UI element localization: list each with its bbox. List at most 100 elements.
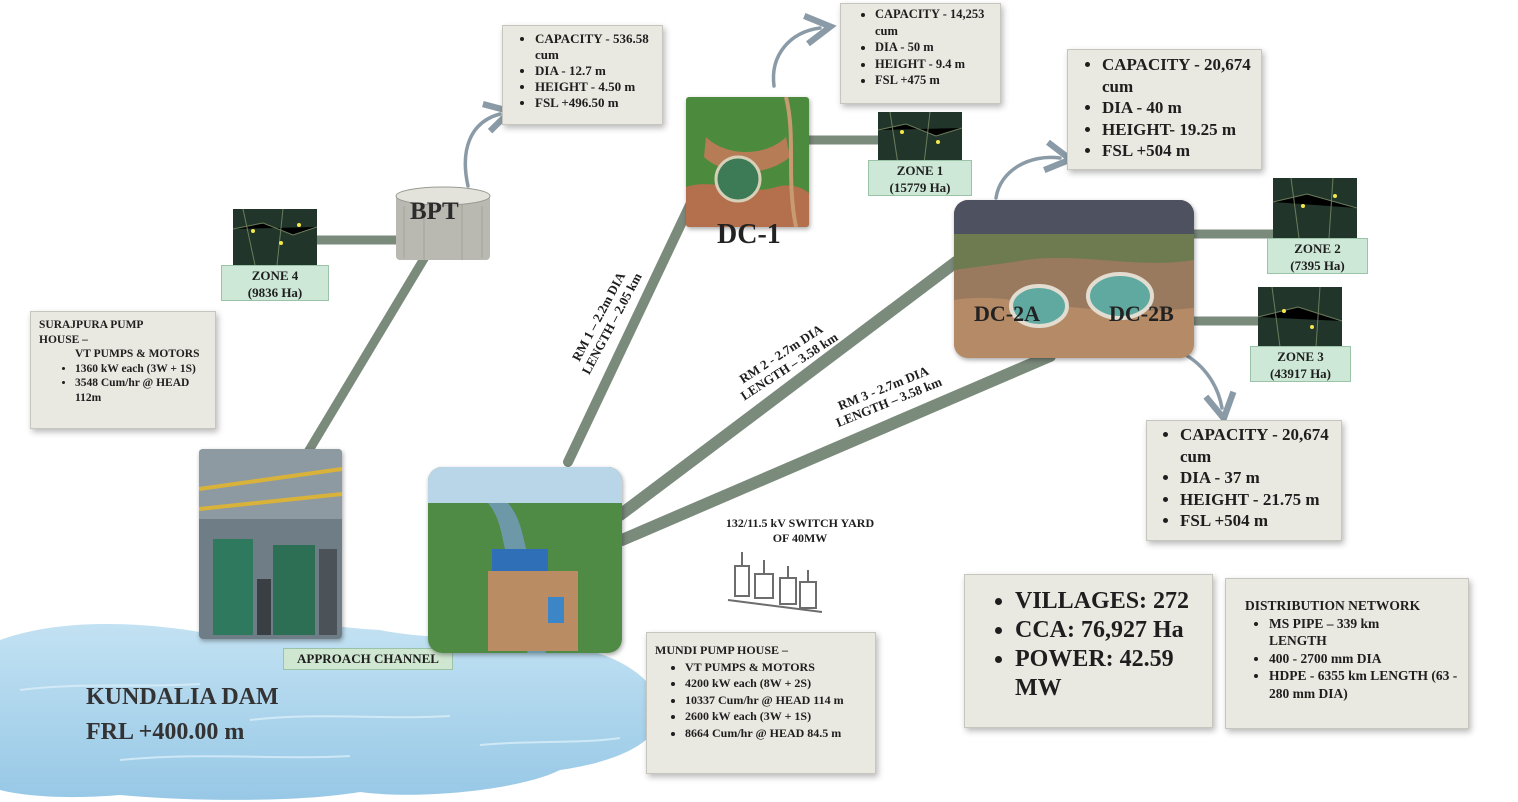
summary-list: VILLAGES: 272 CCA: 76,927 Ha POWER: 42.5…: [965, 587, 1212, 703]
bpt-info-list: CAPACITY - 536.58 cum DIA - 12.7 m HEIGH…: [503, 31, 662, 111]
zone2-map: [1273, 178, 1357, 238]
zone3-map: [1258, 287, 1342, 347]
dc2a-label: DC-2A: [974, 301, 1040, 326]
mundi-item-flow2: 8664 Cum/hr @ HEAD 84.5 m: [685, 725, 875, 742]
dc2-upper-capacity: CAPACITY - 20,674 cum: [1102, 54, 1261, 97]
switch-yard-line1: 132/11.5 kV SWITCH YARD: [725, 516, 875, 530]
zone3-area: (43917 Ha): [1269, 366, 1332, 381]
zone4-name: ZONE 4: [251, 268, 299, 283]
zone3-name: ZONE 3: [1277, 349, 1324, 364]
dc1-dia: DIA - 50 m: [875, 39, 1000, 56]
pipe-rm2: [614, 256, 962, 521]
dc2-upper-list: CAPACITY - 20,674 cum DIA - 40 m HEIGHT-…: [1068, 54, 1261, 162]
dc1-height: HEIGHT - 9.4 m: [875, 56, 1000, 73]
distribution-hdpe: HDPE - 6355 km LENGTH (63 - 280 mm DIA): [1269, 667, 1469, 702]
dc2-lower-info-box: CAPACITY - 20,674 cum DIA - 37 m HEIGHT …: [1146, 420, 1342, 541]
surajpura-item-pumps: VT PUMPS & MOTORS: [75, 348, 200, 360]
dc2-lower-list: CAPACITY - 20,674 cum DIA - 37 m HEIGHT …: [1147, 424, 1341, 532]
summary-villages: VILLAGES: 272: [1015, 587, 1212, 616]
map-thumbnail-icon: [1258, 287, 1342, 347]
map-thumbnail-icon: [233, 209, 317, 265]
zone1-map: [878, 112, 962, 164]
arrow-dc2-upper: [994, 139, 1077, 200]
surajpura-item-flow: 3548 Cum/hr @ HEAD 112m: [75, 376, 215, 405]
mundi-info-box: MUNDI PUMP HOUSE – VT PUMPS & MOTORS 420…: [646, 632, 876, 774]
dc1-info-box: CAPACITY - 14,253 cum DIA - 50 m HEIGHT …: [840, 3, 1001, 104]
dc2-upper-dia: DIA - 40 m: [1102, 97, 1261, 119]
distribution-ms-pipe: MS PIPE – 339 km LENGTH: [1269, 615, 1439, 650]
distribution-box: DISTRIBUTION NETWORK MS PIPE – 339 km LE…: [1225, 578, 1469, 729]
summary-power: POWER: 42.59 MW: [1015, 645, 1212, 703]
zone2-area: (7395 Ha): [1290, 258, 1345, 273]
dc2-upper-height: HEIGHT- 19.25 m: [1102, 119, 1261, 141]
distribution-title: DISTRIBUTION NETWORK: [1245, 598, 1421, 613]
bpt-capacity: CAPACITY - 536.58 cum: [535, 31, 662, 63]
bpt-fsl: FSL +496.50 m: [535, 95, 662, 111]
zone1-label: ZONE 1 (15779 Ha): [868, 160, 972, 196]
pipe-surajpura-bpt: [303, 247, 433, 457]
distribution-list: MS PIPE – 339 km LENGTH 400 - 2700 mm DI…: [1245, 615, 1468, 703]
mundi-item-flow1: 10337 Cum/hr @ HEAD 114 m: [685, 692, 875, 709]
distribution-dia: 400 - 2700 mm DIA: [1269, 650, 1468, 668]
bpt-dia: DIA - 12.7 m: [535, 63, 662, 79]
surajpura-list: VT PUMPS & MOTORS 1360 kW each (3W + 1S)…: [39, 347, 215, 405]
pump-house-image: [199, 449, 342, 639]
bpt-label: BPT: [410, 198, 459, 225]
dc2-photo: DC-2A DC-2B: [954, 200, 1194, 358]
bpt-height: HEIGHT - 4.50 m: [535, 79, 662, 95]
zone1-name: ZONE 1: [896, 163, 944, 178]
callout-arrows: [463, 13, 1237, 425]
dc1-info-list: CAPACITY - 14,253 cum DIA - 50 m HEIGHT …: [841, 6, 1000, 89]
dc2-lower-fsl: FSL +504 m: [1180, 510, 1341, 532]
approach-channel-label: APPROACH CHANNEL: [283, 648, 453, 670]
reservoir-aerial-image: [954, 200, 1194, 358]
aerial-image: [428, 467, 622, 653]
mundi-item-power2: 2600 kW each (3W + 1S): [685, 708, 875, 725]
dam-name: KUNDALIA DAM: [86, 684, 279, 710]
dc1-label: DC-1: [717, 219, 781, 250]
mundi-title: MUNDI PUMP HOUSE –: [655, 643, 788, 657]
surajpura-item-power: 1360 kW each (3W + 1S): [75, 362, 215, 377]
surajpura-pump-photo: [199, 449, 342, 639]
mundi-pump-photo: [428, 467, 622, 653]
dc1-capacity: CAPACITY - 14,253 cum: [875, 6, 1000, 39]
dc1-fsl: FSL +475 m: [875, 72, 1000, 89]
tank-icon: [395, 186, 491, 260]
arrow-bpt: [463, 101, 517, 188]
map-thumbnail-icon: [1273, 178, 1357, 238]
dc2-lower-dia: DIA - 37 m: [1180, 467, 1341, 489]
zone4-map: [233, 209, 317, 265]
dc1-photo: [686, 97, 809, 227]
zone4-area: (9836 Ha): [247, 285, 303, 300]
summary-cca: CCA: 76,927 Ha: [1015, 616, 1212, 645]
dam-frl: FRL +400.00 m: [86, 719, 245, 745]
zone1-area: (15779 Ha): [889, 180, 951, 195]
zone2-name: ZONE 2: [1294, 241, 1341, 256]
zone4-label: ZONE 4 (9836 Ha): [221, 265, 329, 301]
bpt-tank: BPT: [394, 186, 492, 264]
switch-yard-label: 132/11.5 kV SWITCH YARD OF 40MW: [700, 516, 900, 546]
surajpura-title: SURAJPURA PUMP HOUSE –: [39, 319, 143, 346]
arrow-dc1: [771, 13, 837, 88]
reservoir-aerial-image: [686, 97, 809, 227]
bpt-info-box: CAPACITY - 536.58 cum DIA - 12.7 m HEIGH…: [502, 25, 663, 125]
dc2-lower-height: HEIGHT - 21.75 m: [1180, 489, 1341, 511]
mundi-item-power1: 4200 kW each (8W + 2S): [685, 675, 875, 692]
summary-box: VILLAGES: 272 CCA: 76,927 Ha POWER: 42.5…: [964, 574, 1213, 728]
switch-yard-line2: OF 40MW: [772, 531, 828, 545]
dc2b-label: DC-2B: [1109, 301, 1174, 326]
mundi-item-pumps: VT PUMPS & MOTORS: [685, 659, 875, 676]
dc2-upper-info-box: CAPACITY - 20,674 cum DIA - 40 m HEIGHT-…: [1067, 49, 1262, 170]
dam-water: [0, 622, 662, 800]
dc2-lower-capacity: CAPACITY - 20,674 cum: [1180, 424, 1341, 467]
switch-yard-icon: [727, 552, 823, 613]
zone3-label: ZONE 3 (43917 Ha): [1250, 346, 1351, 382]
pipe-rm1: [563, 200, 695, 467]
pipe-rm3: [616, 350, 1056, 546]
pipelines: [303, 135, 1280, 546]
mundi-list: VT PUMPS & MOTORS 4200 kW each (8W + 2S)…: [655, 659, 875, 742]
arrow-dc2-lower: [1182, 352, 1237, 425]
dc2-upper-fsl: FSL +504 m: [1102, 140, 1261, 162]
map-thumbnail-icon: [878, 112, 962, 164]
